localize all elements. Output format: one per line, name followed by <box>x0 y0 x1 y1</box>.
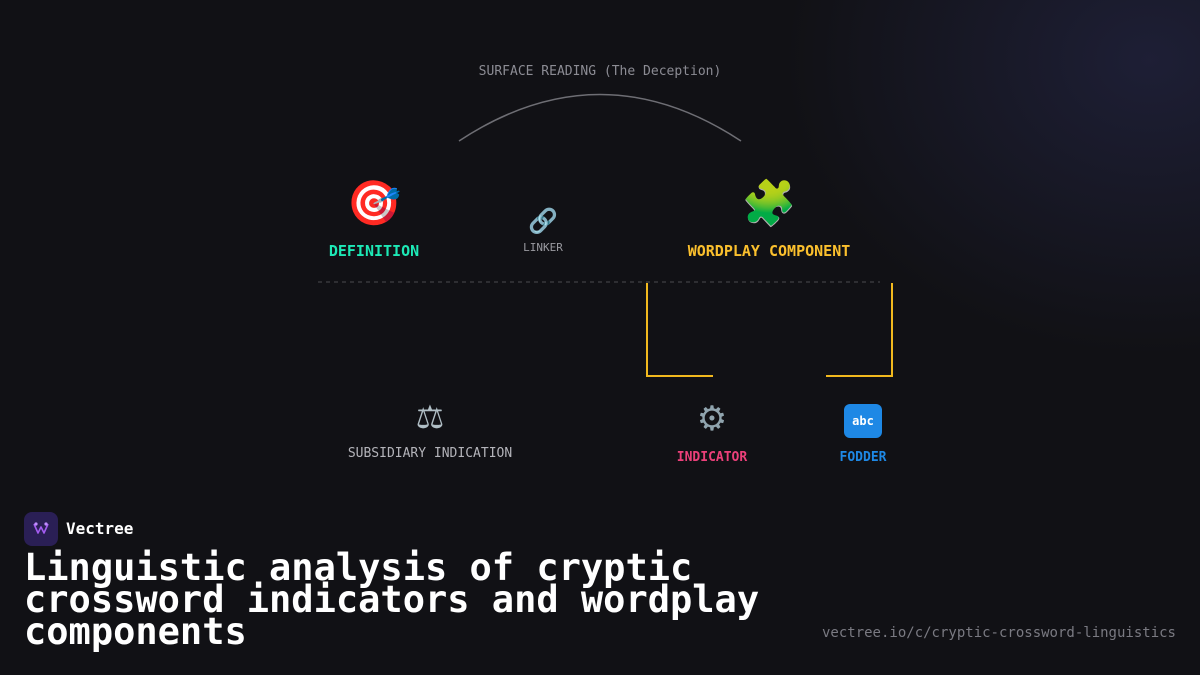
page-title: Linguistic analysis of cryptic crossword… <box>24 546 760 653</box>
puzzle-icon: 🧩 <box>741 178 797 229</box>
surface-reading-label: SURFACE READING (The Deception) <box>478 64 722 79</box>
wordplay-component-label: WORDPLAY COMPONENT <box>687 242 851 260</box>
connector-indicator <box>646 283 713 377</box>
abc-icon: abc <box>844 404 882 438</box>
linker-label: LINKER <box>523 241 563 254</box>
target-icon: 🎯 <box>346 178 402 229</box>
surface-arc <box>458 93 742 142</box>
subsidiary-indication-label: SUBSIDIARY INDICATION <box>347 446 513 461</box>
definition-label: DEFINITION <box>328 242 420 260</box>
brand-logo-icon <box>24 512 58 546</box>
brand-name: Vectree <box>66 519 134 538</box>
gear-icon: ⚙ <box>696 399 728 439</box>
connector-fodder <box>826 283 893 377</box>
fodder-label: FODDER <box>839 450 887 465</box>
page-url: vectree.io/c/cryptic-crossword-linguisti… <box>821 625 1176 641</box>
indicator-label: INDICATOR <box>676 450 748 465</box>
scales-icon: ⚖ <box>415 398 445 436</box>
link-icon: 🔗 <box>528 207 558 235</box>
